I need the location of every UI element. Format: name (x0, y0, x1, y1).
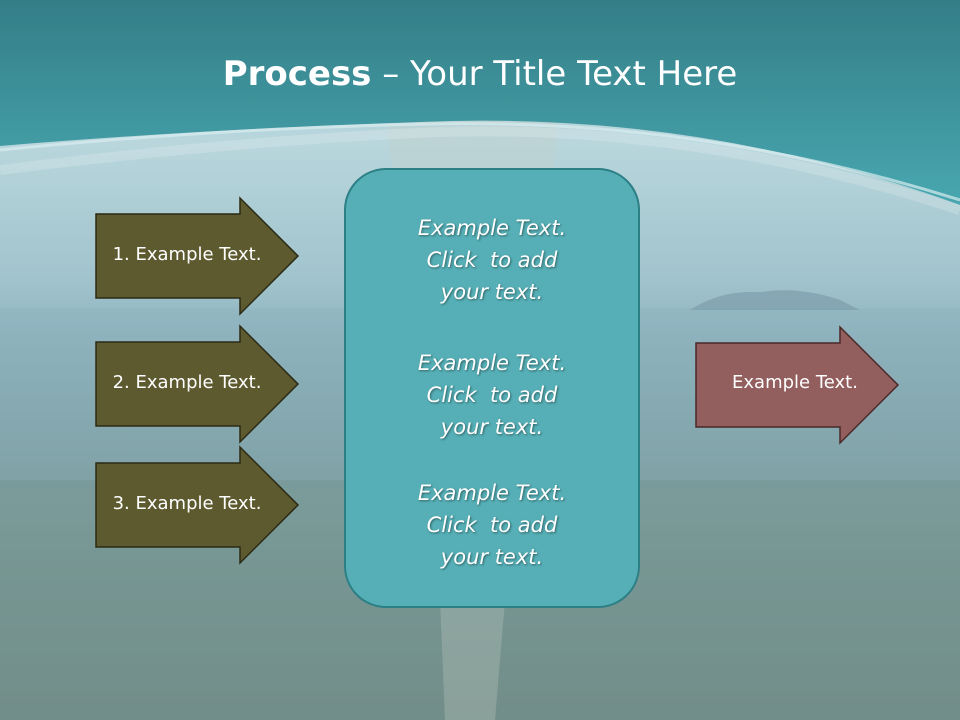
center-text-block-2: Example Text. Click to add your text. (344, 347, 640, 443)
center-line: Example Text. (417, 216, 567, 240)
center-line: your text. (440, 545, 544, 569)
step-arrow-3 (95, 445, 300, 565)
output-arrow (695, 325, 900, 445)
step-arrow-1 (95, 196, 300, 316)
center-line: your text. (440, 280, 544, 304)
center-line: Click to add (426, 513, 558, 537)
center-line: Click to add (426, 383, 558, 407)
title-bold: Process (222, 54, 372, 94)
step-arrow-2 (95, 324, 300, 444)
center-process-box (344, 168, 640, 608)
slide-title: Process – Your Title Text Here (0, 52, 960, 96)
title-banner (0, 0, 960, 205)
step-label-2: 2. Example Text. (112, 372, 262, 393)
title-rest: – Your Title Text Here (371, 54, 738, 94)
step-label-3: 3. Example Text. (112, 493, 262, 514)
center-text-block-1: Example Text. Click to add your text. (344, 212, 640, 308)
output-label: Example Text. (732, 372, 858, 393)
swoosh-highlight-inner (0, 126, 960, 215)
swoosh-highlight (0, 122, 960, 202)
step-label-1: 1. Example Text. (112, 244, 262, 265)
island (690, 290, 860, 310)
center-text-block-3: Example Text. Click to add your text. (344, 477, 640, 573)
center-line: your text. (440, 415, 544, 439)
center-line: Example Text. (417, 481, 567, 505)
center-line: Click to add (426, 248, 558, 272)
center-line: Example Text. (417, 351, 567, 375)
